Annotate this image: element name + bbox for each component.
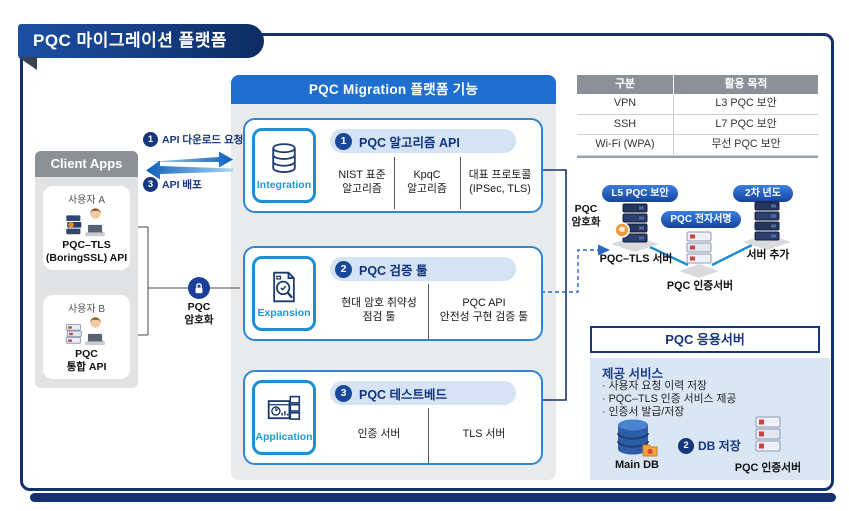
app-cert-server-icon <box>755 416 781 452</box>
client-bracket-line <box>129 226 240 336</box>
pqc-encrypt-label-right: PQC 암호화 <box>571 203 601 229</box>
dashed-arrowhead <box>598 244 610 256</box>
section-1-pill: 1 PQC 알고리즘 API <box>330 129 516 153</box>
pqc-cert-server-label: PQC 인증서버 <box>666 280 734 292</box>
section-1-items: NIST 표준 알고리즘 KpqC 알고리즘 대표 프로토콜 (IPSec, T… <box>330 158 540 206</box>
main-db-icon <box>617 419 658 457</box>
pqc-cert-server-icon <box>679 231 719 278</box>
service-item: · PQC–TLS 인증 서비스 제공 <box>602 393 737 405</box>
section-2-title: PQC 검증 툴 <box>359 263 428 278</box>
col-header-purpose: 활용 목적 <box>724 78 768 90</box>
db-store-flow-label: 2 DB 저장 <box>678 437 741 454</box>
user-b-card: 사용자 B PQC 통합 API <box>43 295 130 379</box>
user-a-card: 사용자 A PQC–TLS (BoringSSL) API <box>43 186 130 270</box>
api-deploy-arrow <box>146 160 233 180</box>
api-download-arrow <box>146 151 233 168</box>
item-nist: NIST 표준 알고리즘 <box>338 168 386 195</box>
api-download-flow-label: 1 API 다운로드 요청 <box>143 132 243 147</box>
usage-table: 구분 활용 목적 VPN L3 PQC 보안 SSH L7 PQC 보안 Wi-… <box>577 75 818 158</box>
diagram-border <box>20 33 834 491</box>
user-a-icon <box>65 208 105 237</box>
section-3-title: PQC 테스트베드 <box>359 387 448 402</box>
table-row: VPN L3 PQC 보안 <box>577 94 818 115</box>
database-icon <box>272 142 296 173</box>
api-deploy-text: API 배포 <box>162 179 202 191</box>
user-a-name: 사용자 A <box>67 195 106 206</box>
divider <box>428 408 429 464</box>
user-b-name: 사용자 B <box>67 304 106 315</box>
item-tls-server: TLS 서버 <box>462 427 506 440</box>
section-1-number: 1 <box>335 132 352 150</box>
user-b-api-label: PQC 통합 API <box>66 348 107 373</box>
cell-purpose: L3 PQC 보안 <box>715 97 777 109</box>
services-title: 제공 서비스 <box>602 367 663 381</box>
cell-type: VPN <box>577 94 674 114</box>
service-item: · 인증서 발급/저장 <box>602 406 685 418</box>
section-3-number: 3 <box>335 384 352 402</box>
badge-pqc-signature: PQC 전자서명 <box>661 211 741 228</box>
badge-year-2: 2차 년도 <box>733 185 793 202</box>
item-auth-server: 인증 서버 <box>357 427 401 440</box>
added-server-label: 서버 추가 <box>746 249 790 261</box>
integration-tile: Integration <box>252 128 316 203</box>
added-server-icon <box>743 201 791 250</box>
bottom-accent-bar <box>30 493 836 502</box>
application-label: Application <box>255 430 313 443</box>
step-2-badge: 2 <box>678 437 694 454</box>
pqc-tls-server-label: PQC–TLS 서버 <box>599 253 673 265</box>
section-3-pill: 3 PQC 테스트베드 <box>330 381 516 405</box>
step-1-badge: 1 <box>143 132 158 147</box>
user-b-icon <box>65 317 105 346</box>
pqc-encrypt-node <box>188 277 210 299</box>
dashboard-icon <box>267 395 301 420</box>
client-apps-header: Client Apps <box>35 151 138 177</box>
main-db-label: Main DB <box>615 459 659 471</box>
section-2-items: 현대 암호 취약성 점검 툴 PQC API 안전성 구현 검증 툴 <box>330 286 540 334</box>
app-cert-server-label: PQC 인증서버 <box>734 462 802 474</box>
pqc-encrypt-label-left: PQC 암호화 <box>184 301 214 327</box>
col-header-type: 구분 <box>577 75 674 94</box>
divider <box>428 284 429 340</box>
usage-table-header: 구분 활용 목적 <box>577 75 818 94</box>
step-3-badge: 3 <box>143 177 158 192</box>
integration-label: Integration <box>256 178 312 191</box>
item-legacy-check: 현대 암호 취약성 점검 툴 <box>341 296 417 323</box>
lock-icon <box>195 282 203 293</box>
platform-title: PQC Migration 플랫폼 기능 <box>231 75 556 104</box>
platform-right-bracket <box>543 169 567 401</box>
badge-l5-pqc: L5 PQC 보안 <box>602 185 678 202</box>
section-1-title: PQC 알고리즘 API <box>359 135 460 150</box>
cell-purpose: L7 PQC 보안 <box>715 117 777 130</box>
section-2-pill: 2 PQC 검증 툴 <box>330 257 516 281</box>
application-tile: Application <box>252 380 316 455</box>
cell-type: SSH <box>577 114 674 134</box>
pqc-tls-server-icon <box>611 203 659 252</box>
table-row: Wi-Fi (WPA) 무선 PQC 보안 <box>577 135 818 156</box>
item-api-verify: PQC API 안전성 구현 검증 툴 <box>439 296 529 323</box>
user-a-api-label: PQC–TLS (BoringSSL) API <box>45 239 128 264</box>
divider <box>460 157 461 209</box>
api-deploy-flow-label: 3 API 배포 <box>143 177 202 192</box>
table-row: SSH L7 PQC 보안 <box>577 114 818 135</box>
inspection-icon <box>273 271 295 302</box>
item-protocol: 대표 프로토콜 (IPSec, TLS) <box>468 168 532 195</box>
expansion-label: Expansion <box>257 306 311 319</box>
page-title: PQC 마이그레이션 플랫폼 <box>18 24 264 58</box>
app-server-title: PQC 응용서버 <box>590 326 820 353</box>
expansion-tile: Expansion <box>252 256 316 331</box>
pqc-encrypt-dashed-line <box>541 249 599 293</box>
cell-type: Wi-Fi (WPA) <box>577 135 674 155</box>
cell-purpose: 무선 PQC 보안 <box>711 138 781 150</box>
app-server-panel <box>590 358 830 480</box>
server-link-lines <box>649 243 753 267</box>
section-2-number: 2 <box>335 260 352 278</box>
section-3-items: 인증 서버 TLS 서버 <box>330 410 540 458</box>
db-store-text: DB 저장 <box>698 439 741 453</box>
item-kpqc: KpqC 알고리즘 <box>407 168 447 195</box>
api-download-text: API 다운로드 요청 <box>162 134 244 146</box>
divider <box>394 157 395 209</box>
service-item: · 사용자 요청 이력 저장 <box>602 380 707 392</box>
